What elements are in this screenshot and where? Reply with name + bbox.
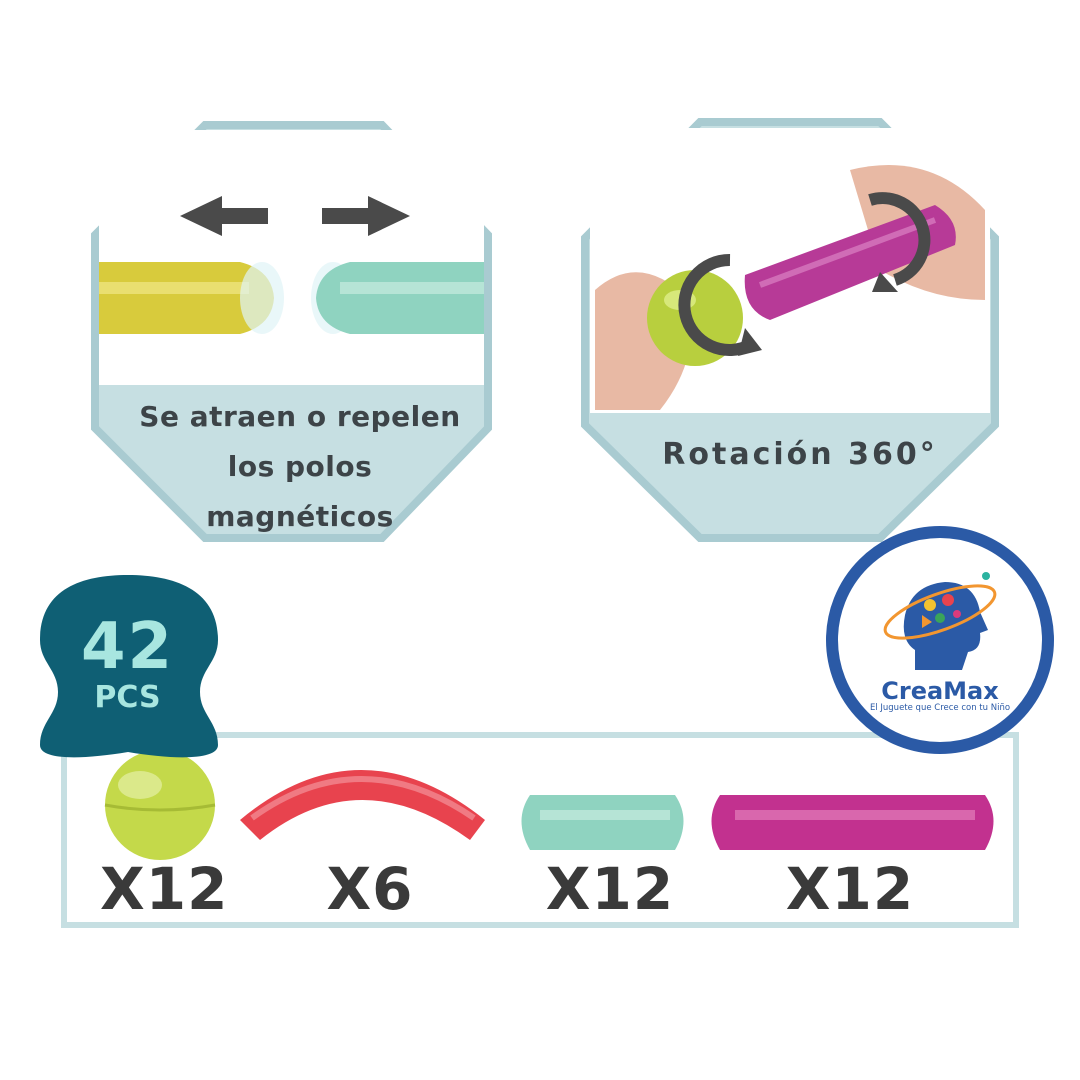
pieces-frame	[61, 732, 1019, 928]
feature-caption-rotation: Rotación 360°	[662, 437, 938, 472]
teal-rod-icon	[311, 262, 484, 334]
orbit-ring-icon	[883, 584, 997, 640]
ball-piece-icon	[104, 750, 216, 860]
badge-unit: PCS	[94, 680, 161, 715]
curved-rod-count: X6	[326, 855, 414, 923]
left-arrow-icon	[180, 196, 268, 236]
curved-rod-piece-icon	[240, 770, 485, 840]
brand-tagline: El Juguete que Crece con tu Niño	[869, 703, 1011, 713]
rotation-arrows-icon	[678, 192, 931, 356]
feature-caption-magnetic: Se atraen o repelen los polos magnéticos	[139, 400, 461, 533]
badge-number: 42	[80, 610, 175, 684]
short-rod-count: X12	[545, 855, 675, 923]
long-rod-count: X12	[785, 855, 915, 923]
head-icon	[903, 582, 988, 670]
ball-count: X12	[100, 855, 229, 923]
brand-name: CreaMax	[881, 677, 999, 705]
yellow-rod-icon	[99, 262, 284, 334]
purple-rod-icon	[744, 205, 956, 320]
long-rod-piece-icon	[711, 795, 994, 850]
right-arrow-icon	[322, 196, 410, 236]
short-rod-piece-icon	[521, 795, 684, 850]
